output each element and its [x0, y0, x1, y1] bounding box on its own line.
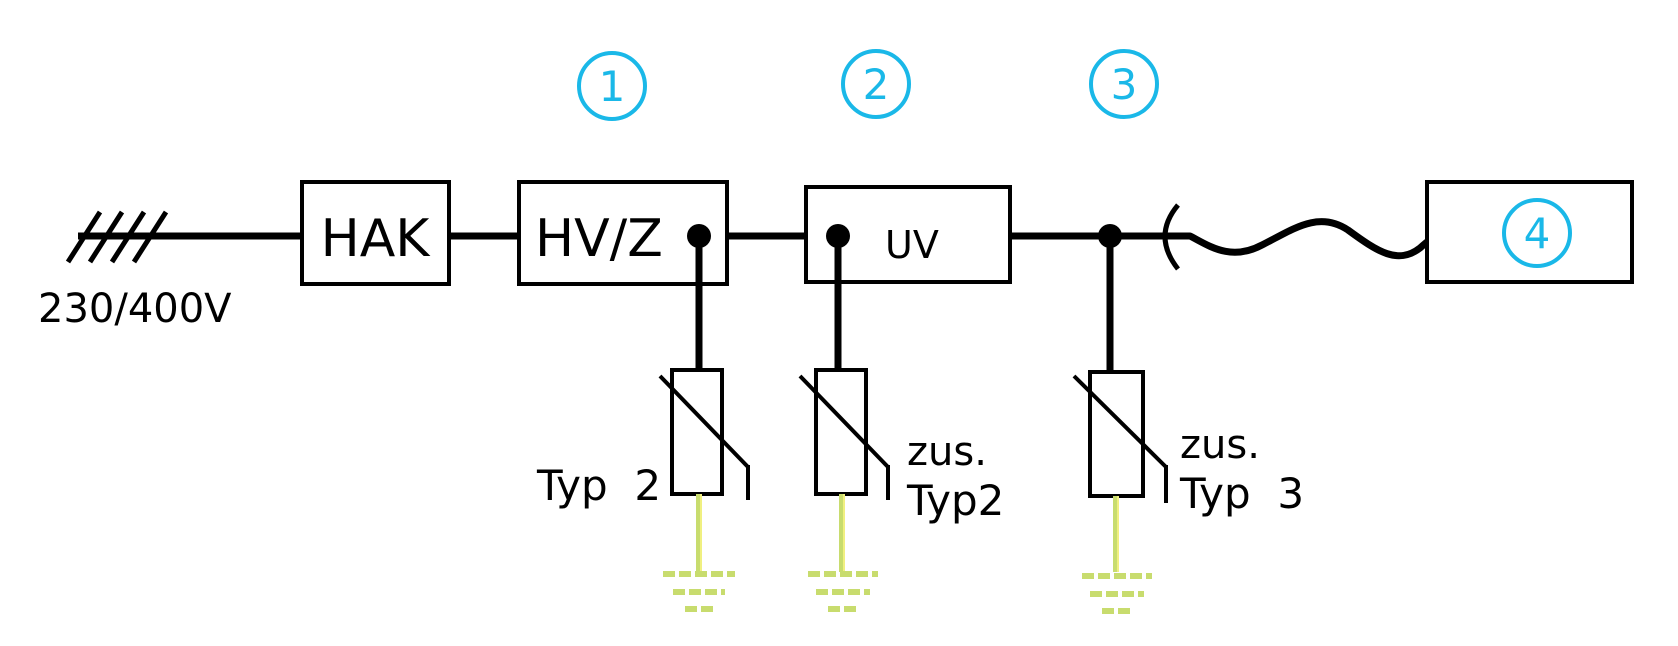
cable-wave-line	[1186, 218, 1466, 260]
supply-voltage-label: 230/400V	[38, 286, 232, 332]
zone-4-number: 4	[1524, 209, 1551, 258]
surge-protector-2-label-line1: zus.	[907, 429, 987, 475]
surge-protector-3-label-line1: zus.	[1180, 422, 1260, 468]
hak-box	[300, 180, 451, 286]
zone-3-circle	[1089, 49, 1159, 119]
zone-1-number: 1	[599, 62, 626, 111]
earth-ground-icon	[1082, 573, 1152, 614]
socket-icon	[1162, 203, 1180, 271]
surge-protector-3: zus. Typ 3	[1072, 236, 1304, 614]
surge-protector-1: Typ 2	[536, 236, 750, 612]
zone-markers	[577, 49, 1572, 268]
earth-ground-icon	[808, 571, 878, 612]
zone-2-circle	[841, 49, 911, 119]
three-phase-hatch-icon	[65, 210, 169, 264]
hvz-label: HV/Z	[535, 209, 663, 269]
surge-protector-2: zus. Typ2	[798, 236, 1004, 612]
zone-3-number: 3	[1111, 60, 1138, 109]
surge-protector-3-label-line2: Typ 3	[1179, 469, 1304, 518]
zone-4-circle	[1502, 198, 1572, 268]
zone-2-number: 2	[863, 60, 890, 109]
earth-ground-icon	[663, 571, 735, 612]
surge-protector-1-label: Typ 2	[536, 461, 661, 510]
surge-protector-2-label-line2: Typ2	[906, 476, 1004, 525]
hak-label: HAK	[321, 209, 432, 269]
zone-1-circle	[577, 51, 647, 121]
uv-label: UV	[885, 223, 939, 267]
